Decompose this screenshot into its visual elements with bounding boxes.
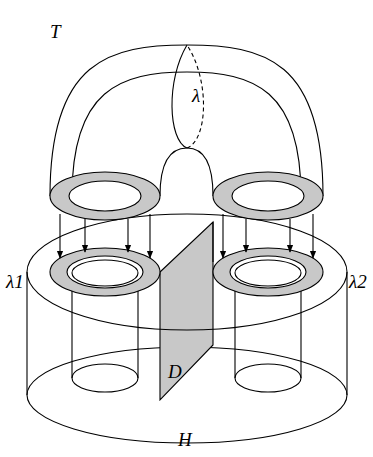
hole-bottom [235, 364, 301, 392]
lower-annulus [50, 248, 160, 296]
annulus-hole [69, 181, 141, 211]
hole-bottom [72, 364, 138, 392]
lower-annulus [213, 248, 323, 296]
side-line [346, 272, 347, 395]
curve-label: λ2 [349, 272, 367, 291]
side-line [26, 272, 27, 395]
disk-edge [212, 222, 213, 262]
gluing-arrow [84, 219, 85, 252]
handlebody-label: H [178, 430, 192, 449]
gluing-arrow [127, 219, 128, 252]
annulus-hole [235, 260, 301, 286]
annulus-hole [72, 260, 138, 286]
annulus-hole [232, 181, 304, 211]
gluing-arrow [312, 214, 313, 258]
upper-annulus [50, 172, 160, 220]
annulus-hole [67, 256, 143, 288]
lambda-curve [172, 45, 187, 148]
curve-label: λ1 [6, 272, 24, 291]
handle-inner [160, 148, 213, 196]
lambda-curve-back [187, 45, 204, 148]
upper-annulus [213, 172, 323, 220]
gluing-arrow [59, 214, 60, 258]
gluing-arrow [245, 219, 246, 252]
gluing-arrow [149, 214, 150, 258]
disk-label: D [168, 362, 182, 381]
handle-label: T [50, 22, 61, 41]
annulus-hole [230, 256, 306, 288]
curve-label: λ [192, 86, 200, 105]
top-ellipse [27, 214, 347, 330]
gluing-arrow [222, 214, 223, 258]
gluing-arrow [289, 219, 290, 252]
